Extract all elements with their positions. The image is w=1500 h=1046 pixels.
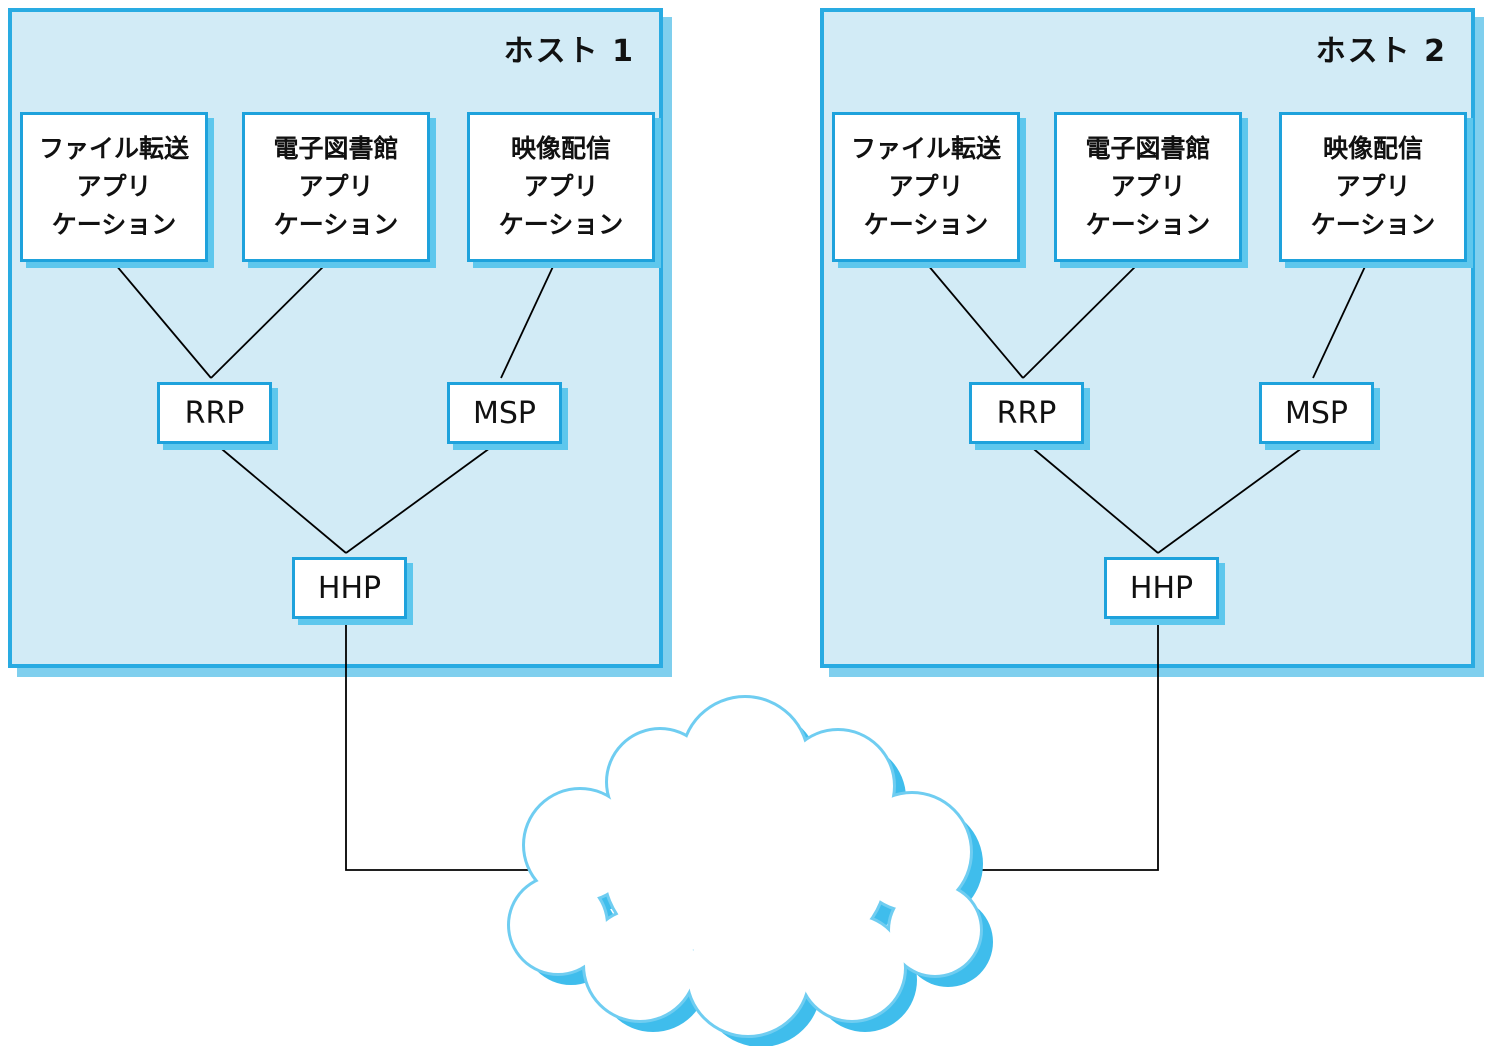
app-label-line: アプリ: [523, 172, 599, 201]
cloud-fill: [510, 698, 980, 1035]
protocol-label-rrp: RRP: [184, 395, 245, 431]
host1-app-box-file-transfer: ファイル転送 アプリ ケーション: [20, 112, 208, 262]
host2-app-box-file-transfer: ファイル転送 アプリ ケーション: [832, 112, 1020, 262]
protocol-label-hhp: HHP: [1129, 570, 1194, 606]
protocol-label-msp: MSP: [1284, 395, 1349, 431]
host1-protocol-box-hhp: HHP: [292, 557, 407, 619]
app-label-line: アプリ: [298, 172, 374, 201]
app-label-line: 電子図書館: [1085, 134, 1211, 163]
host2-app-box-video-streaming: 映像配信 アプリ ケーション: [1279, 112, 1467, 262]
host2-protocol-box-hhp: HHP: [1104, 557, 1219, 619]
app-label-line: 映像配信: [510, 134, 611, 163]
host2-protocol-box-msp: MSP: [1259, 382, 1374, 444]
host1-title: ホスト 1: [503, 34, 635, 69]
app-label-line: ファイル転送: [38, 134, 189, 163]
host2-title: ホスト 2: [1315, 34, 1447, 69]
protocol-label-msp: MSP: [472, 395, 537, 431]
host1-protocol-box-rrp: RRP: [157, 382, 272, 444]
app-label-line: アプリ: [1335, 172, 1411, 201]
host1-protocol-box-msp: MSP: [447, 382, 562, 444]
app-label-line: ケーション: [498, 210, 624, 239]
host1-app-box-video-streaming: 映像配信 アプリ ケーション: [467, 112, 655, 262]
cloud-shadow: [523, 710, 993, 1046]
app-label-line: ケーション: [51, 210, 177, 239]
app-label-line: アプリ: [76, 172, 152, 201]
host1-app-box-e-library: 電子図書館 アプリ ケーション: [242, 112, 430, 262]
app-label-line: ケーション: [1310, 210, 1436, 239]
app-label-line: 映像配信: [1322, 134, 1423, 163]
app-label-line: アプリ: [888, 172, 964, 201]
network-cloud: [510, 698, 993, 1046]
app-label-line: ケーション: [1085, 210, 1211, 239]
host-panel-1: ホスト 1 ファイル転送 アプリ ケーション 電子図書館 アプリ ケーション 映…: [8, 8, 663, 668]
app-label-line: ファイル転送: [850, 134, 1001, 163]
app-label-line: ケーション: [863, 210, 989, 239]
app-label-line: アプリ: [1110, 172, 1186, 201]
app-label-line: 電子図書館: [273, 134, 399, 163]
host-panel-2: ホスト 2 ファイル転送 アプリ ケーション 電子図書館 アプリ ケーション 映…: [820, 8, 1475, 668]
protocol-label-rrp: RRP: [996, 395, 1057, 431]
host2-app-box-e-library: 電子図書館 アプリ ケーション: [1054, 112, 1242, 262]
app-label-line: ケーション: [273, 210, 399, 239]
protocol-label-hhp: HHP: [317, 570, 382, 606]
cloud-outline: [510, 698, 980, 1035]
host2-protocol-box-rrp: RRP: [969, 382, 1084, 444]
